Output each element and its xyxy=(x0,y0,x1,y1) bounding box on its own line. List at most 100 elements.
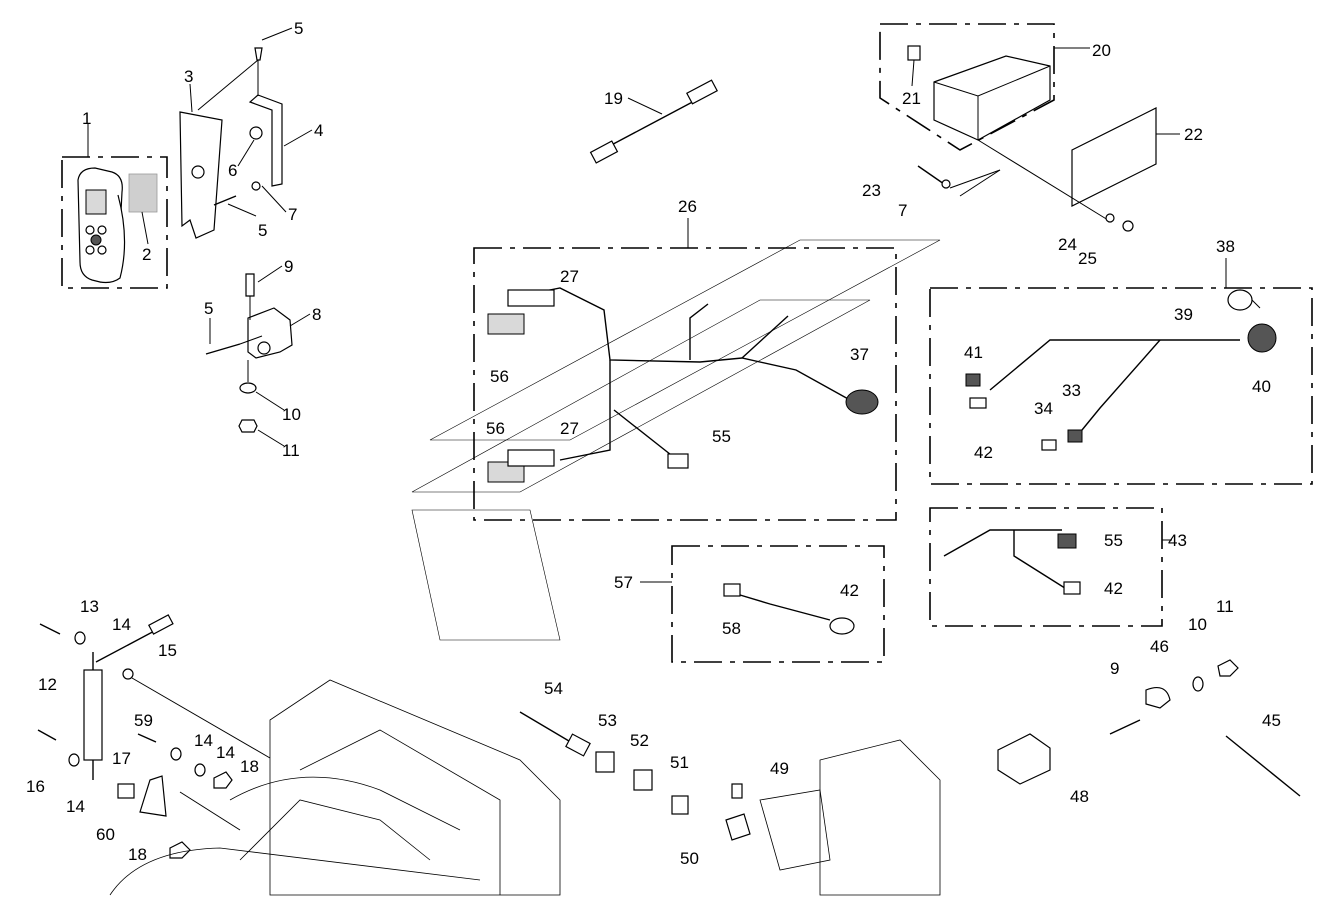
callout-57: 57 xyxy=(614,573,633,592)
callout-7b: 7 xyxy=(898,201,907,220)
callout-23: 23 xyxy=(862,181,881,200)
callout-9a: 9 xyxy=(284,257,293,276)
callout-18b: 18 xyxy=(128,845,147,864)
clamp-46 xyxy=(1145,687,1171,709)
callout-17: 17 xyxy=(112,749,131,768)
bracket-group xyxy=(179,47,283,239)
callout-48: 48 xyxy=(1070,787,1089,806)
callout-18a: 18 xyxy=(240,757,259,776)
connector-42b xyxy=(1063,581,1081,595)
terminal-frame xyxy=(61,156,168,289)
callout-14a: 14 xyxy=(112,615,131,634)
callout-14c: 14 xyxy=(194,731,213,750)
callout-5b: 5 xyxy=(258,221,267,240)
fitting-53 xyxy=(595,751,615,773)
callout-52: 52 xyxy=(630,731,649,750)
connector-27b xyxy=(507,449,555,467)
callout-46: 46 xyxy=(1150,637,1169,656)
callout-11a: 11 xyxy=(282,441,300,460)
clamp-group xyxy=(997,659,1301,797)
connector-55b xyxy=(1057,533,1077,549)
callout-37: 37 xyxy=(850,345,869,364)
callout-27a: 27 xyxy=(560,267,579,286)
callout-53: 53 xyxy=(598,711,617,730)
cover-22 xyxy=(1071,107,1157,207)
bracket-4 xyxy=(248,94,283,187)
cable-tie-45 xyxy=(1225,735,1301,797)
connector-54 xyxy=(565,733,591,757)
connector-39 xyxy=(1227,289,1253,311)
callout-5a: 5 xyxy=(294,19,303,38)
elbow-50 xyxy=(725,813,751,841)
callout-60: 60 xyxy=(96,825,115,844)
label-sticker xyxy=(128,173,158,213)
callout-40: 40 xyxy=(1252,377,1271,396)
box-frame xyxy=(879,23,1055,151)
callout-56a: 56 xyxy=(490,367,509,386)
callout-15: 15 xyxy=(158,641,177,660)
terminal-group xyxy=(61,156,168,289)
callout-39: 39 xyxy=(1174,305,1193,324)
callout-34: 34 xyxy=(1034,399,1053,418)
connector-55a xyxy=(667,453,689,469)
connector-58 xyxy=(723,583,741,597)
machine-frame xyxy=(109,679,941,896)
callout-5c: 5 xyxy=(204,299,213,318)
callout-14d: 14 xyxy=(216,743,235,762)
callout-51: 51 xyxy=(670,753,689,772)
harness-26-group xyxy=(411,239,941,641)
callout-42a: 42 xyxy=(974,443,993,462)
callout-19: 19 xyxy=(604,89,623,108)
callout-10a: 10 xyxy=(282,405,301,424)
link-60 xyxy=(139,775,167,817)
callout-38: 38 xyxy=(1216,237,1235,256)
callout-54: 54 xyxy=(544,679,563,698)
leader-lines xyxy=(87,27,1261,583)
strut-12 xyxy=(83,669,103,761)
connector-37 xyxy=(845,389,879,415)
callout-50: 50 xyxy=(680,849,699,868)
connector-27a xyxy=(507,289,555,307)
control-box-group xyxy=(879,23,1157,232)
connector-41 xyxy=(965,373,981,387)
callout-43: 43 xyxy=(1168,531,1187,550)
callout-11b: 11 xyxy=(1216,597,1234,616)
callout-14b: 14 xyxy=(66,797,85,816)
callout-9b: 9 xyxy=(1110,659,1119,678)
callout-49: 49 xyxy=(770,759,789,778)
harness-38-frame xyxy=(929,287,1313,485)
fitting-52 xyxy=(633,769,653,791)
callout-26: 26 xyxy=(678,197,697,216)
plug-21 xyxy=(907,45,921,61)
callout-numbers: 1 2 3 4 5 5 5 6 7 7 8 9 9 10 10 11 11 12… xyxy=(26,19,1281,868)
bracket-8-group xyxy=(205,273,293,433)
connector-42a xyxy=(969,397,987,409)
harness-38-group xyxy=(929,287,1313,485)
fitting-group xyxy=(519,711,751,841)
harness-43-group xyxy=(929,507,1163,627)
callout-2: 2 xyxy=(142,245,151,264)
callout-59: 59 xyxy=(134,711,153,730)
callout-25: 25 xyxy=(1078,249,1097,268)
callout-45: 45 xyxy=(1262,711,1281,730)
harness-43-frame xyxy=(929,507,1163,627)
callout-42c: 42 xyxy=(840,581,859,600)
callout-10b: 10 xyxy=(1188,615,1207,634)
callout-3: 3 xyxy=(184,67,193,86)
connector-33 xyxy=(1067,429,1083,443)
callout-16: 16 xyxy=(26,777,45,796)
harness-57-frame xyxy=(671,545,885,663)
strut-group xyxy=(37,614,271,859)
connector-56a xyxy=(487,313,525,335)
callout-42b: 42 xyxy=(1104,579,1123,598)
callout-21: 21 xyxy=(902,89,921,108)
cable-19 xyxy=(589,79,718,164)
connector-42c xyxy=(829,617,855,635)
harness-26-frame xyxy=(473,247,897,521)
callout-56b: 56 xyxy=(486,419,505,438)
callout-4: 4 xyxy=(314,121,323,140)
fitting-51 xyxy=(671,795,689,815)
callout-22: 22 xyxy=(1184,125,1203,144)
callout-55b: 55 xyxy=(1104,531,1123,550)
